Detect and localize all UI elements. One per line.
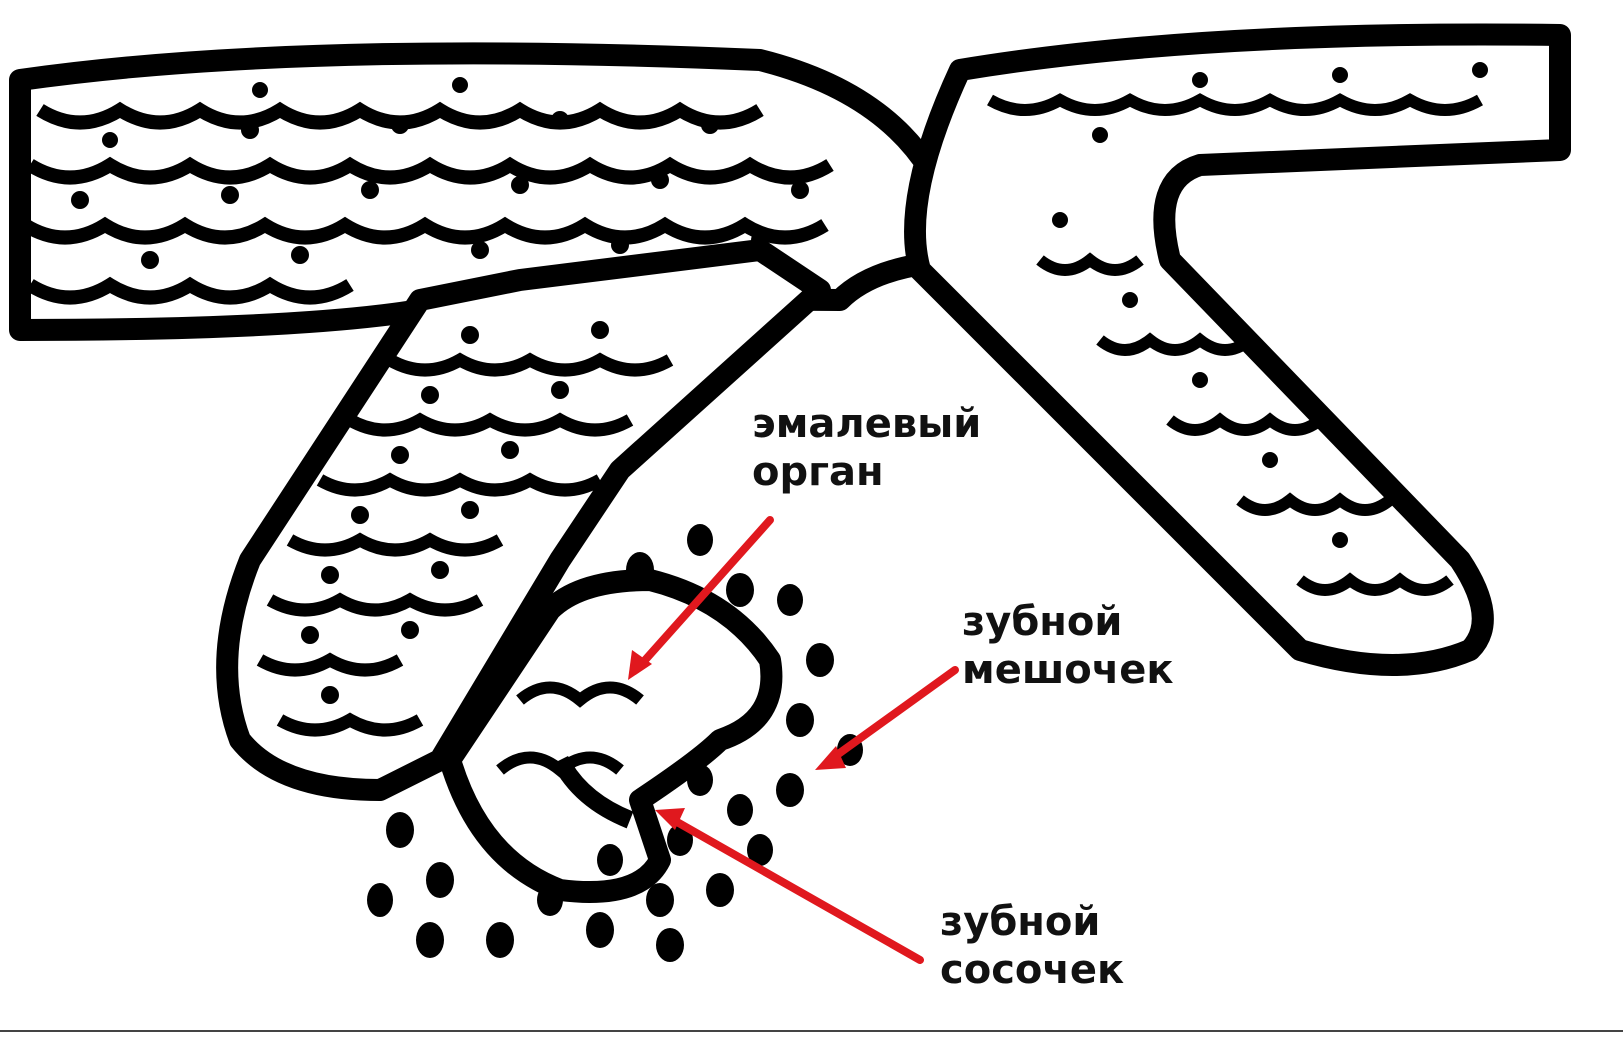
label-dental-papilla-line2: сосочек bbox=[940, 946, 1124, 994]
arrow-dental-sac bbox=[830, 670, 955, 760]
label-dental-sac-line1: зубной bbox=[962, 598, 1174, 646]
label-dental-sac: зубной мешочек bbox=[962, 598, 1174, 694]
label-dental-sac-line2: мешочек bbox=[962, 646, 1174, 694]
label-enamel-organ-line1: эмалевый bbox=[752, 400, 981, 448]
label-dental-papilla-line1: зубной bbox=[940, 898, 1124, 946]
label-enamel-organ-line2: орган bbox=[752, 448, 981, 496]
right-epithelium bbox=[915, 34, 1560, 665]
label-dental-papilla: зубной сосочек bbox=[940, 898, 1124, 994]
bottom-rule bbox=[0, 1030, 1623, 1032]
label-enamel-organ: эмалевый орган bbox=[752, 400, 981, 496]
